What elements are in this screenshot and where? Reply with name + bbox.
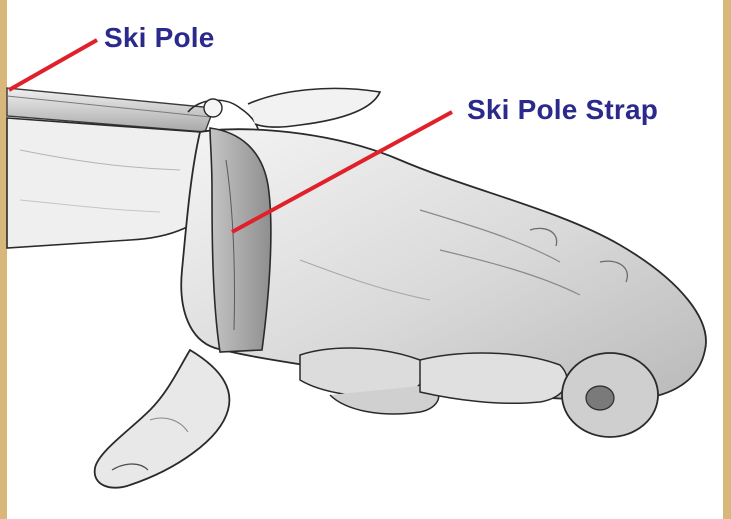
curled-fingers (300, 348, 567, 414)
left-border (0, 0, 7, 519)
pole-grip-end (562, 353, 658, 437)
ski-pole-strap-label: Ski Pole Strap (467, 94, 658, 126)
forearm (7, 118, 216, 248)
ski-pole-label: Ski Pole (104, 22, 215, 54)
ski-pole-leader-line (9, 40, 97, 90)
thumb (95, 350, 230, 488)
right-border (723, 0, 731, 519)
